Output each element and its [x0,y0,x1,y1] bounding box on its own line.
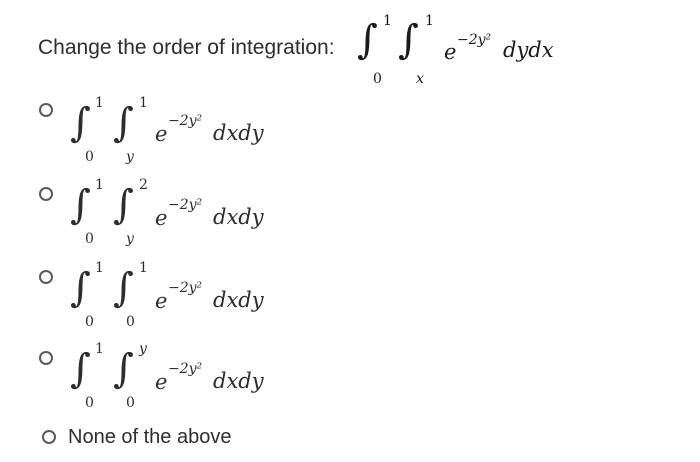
inner-integral-sign: ∫ [113,346,134,392]
integrand-exponent: −2y² [457,32,492,48]
inner-integral-sign: ∫ [113,182,134,228]
option-radio[interactable] [39,351,53,365]
integrand-base: e [155,122,168,146]
integration-differential: dxdy [213,369,264,393]
integration-differential: dxdy [213,205,264,229]
inner-upper-limit: 1 [139,95,148,111]
outer-integral-sign: ∫ [70,100,91,146]
integrand-exponent: −2y² [168,113,203,129]
inner-integral-sign: ∫ [113,265,134,311]
outer-upper-limit: 1 [383,13,392,29]
inner-upper-limit: y [139,341,147,357]
outer-integral-sign: ∫ [70,346,91,392]
outer-lower-limit: 0 [85,395,94,411]
integrand-exponent: −2y² [168,280,203,296]
integrand-base: e [155,370,168,394]
inner-lower-limit: y [126,149,134,165]
integration-differential: dxdy [213,121,264,145]
inner-upper-limit: 1 [425,13,434,29]
integrand-base: e [155,289,168,313]
integration-differential: dxdy [213,288,264,312]
integration-differential: dydx [503,38,554,62]
outer-lower-limit: 0 [85,149,94,165]
outer-integral-sign: ∫ [357,17,378,63]
inner-lower-limit: y [126,231,134,247]
outer-upper-limit: 1 [95,260,104,276]
outer-lower-limit: 0 [85,314,94,330]
inner-lower-limit: x [416,71,424,87]
inner-upper-limit: 2 [139,177,148,193]
integrand-exponent: −2y² [168,361,203,377]
inner-lower-limit: 0 [126,395,135,411]
outer-lower-limit: 0 [373,71,382,87]
inner-integral-sign: ∫ [113,100,134,146]
option-radio[interactable] [39,270,53,284]
outer-lower-limit: 0 [85,231,94,247]
option-radio[interactable] [39,187,53,201]
integrand-base: e [155,206,168,230]
integrand-exponent: −2y² [168,197,203,213]
outer-integral-sign: ∫ [70,265,91,311]
outer-upper-limit: 1 [95,341,104,357]
outer-upper-limit: 1 [95,177,104,193]
inner-lower-limit: 0 [126,314,135,330]
inner-upper-limit: 1 [139,260,148,276]
option-label: None of the above [68,426,232,448]
question-prompt: Change the order of integration: [38,36,335,59]
outer-integral-sign: ∫ [70,182,91,228]
inner-integral-sign: ∫ [398,17,419,63]
option-radio[interactable] [39,103,53,117]
outer-upper-limit: 1 [95,95,104,111]
option-radio[interactable] [42,430,56,444]
integrand-base: e [444,40,457,64]
